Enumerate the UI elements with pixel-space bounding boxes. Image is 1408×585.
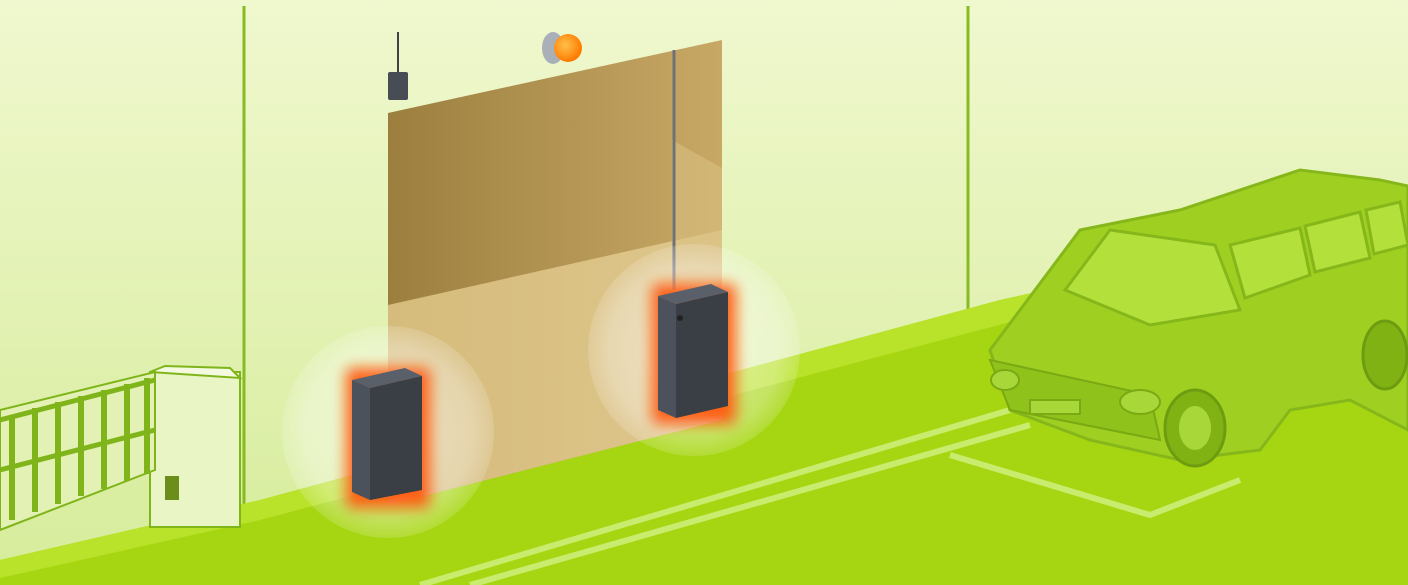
warning-light-icon <box>542 32 582 64</box>
right-photo-sensor <box>588 244 800 456</box>
photo-sensor-icon <box>658 284 728 418</box>
left-photo-sensor <box>282 326 494 538</box>
photo-sensor-icon <box>352 368 422 500</box>
